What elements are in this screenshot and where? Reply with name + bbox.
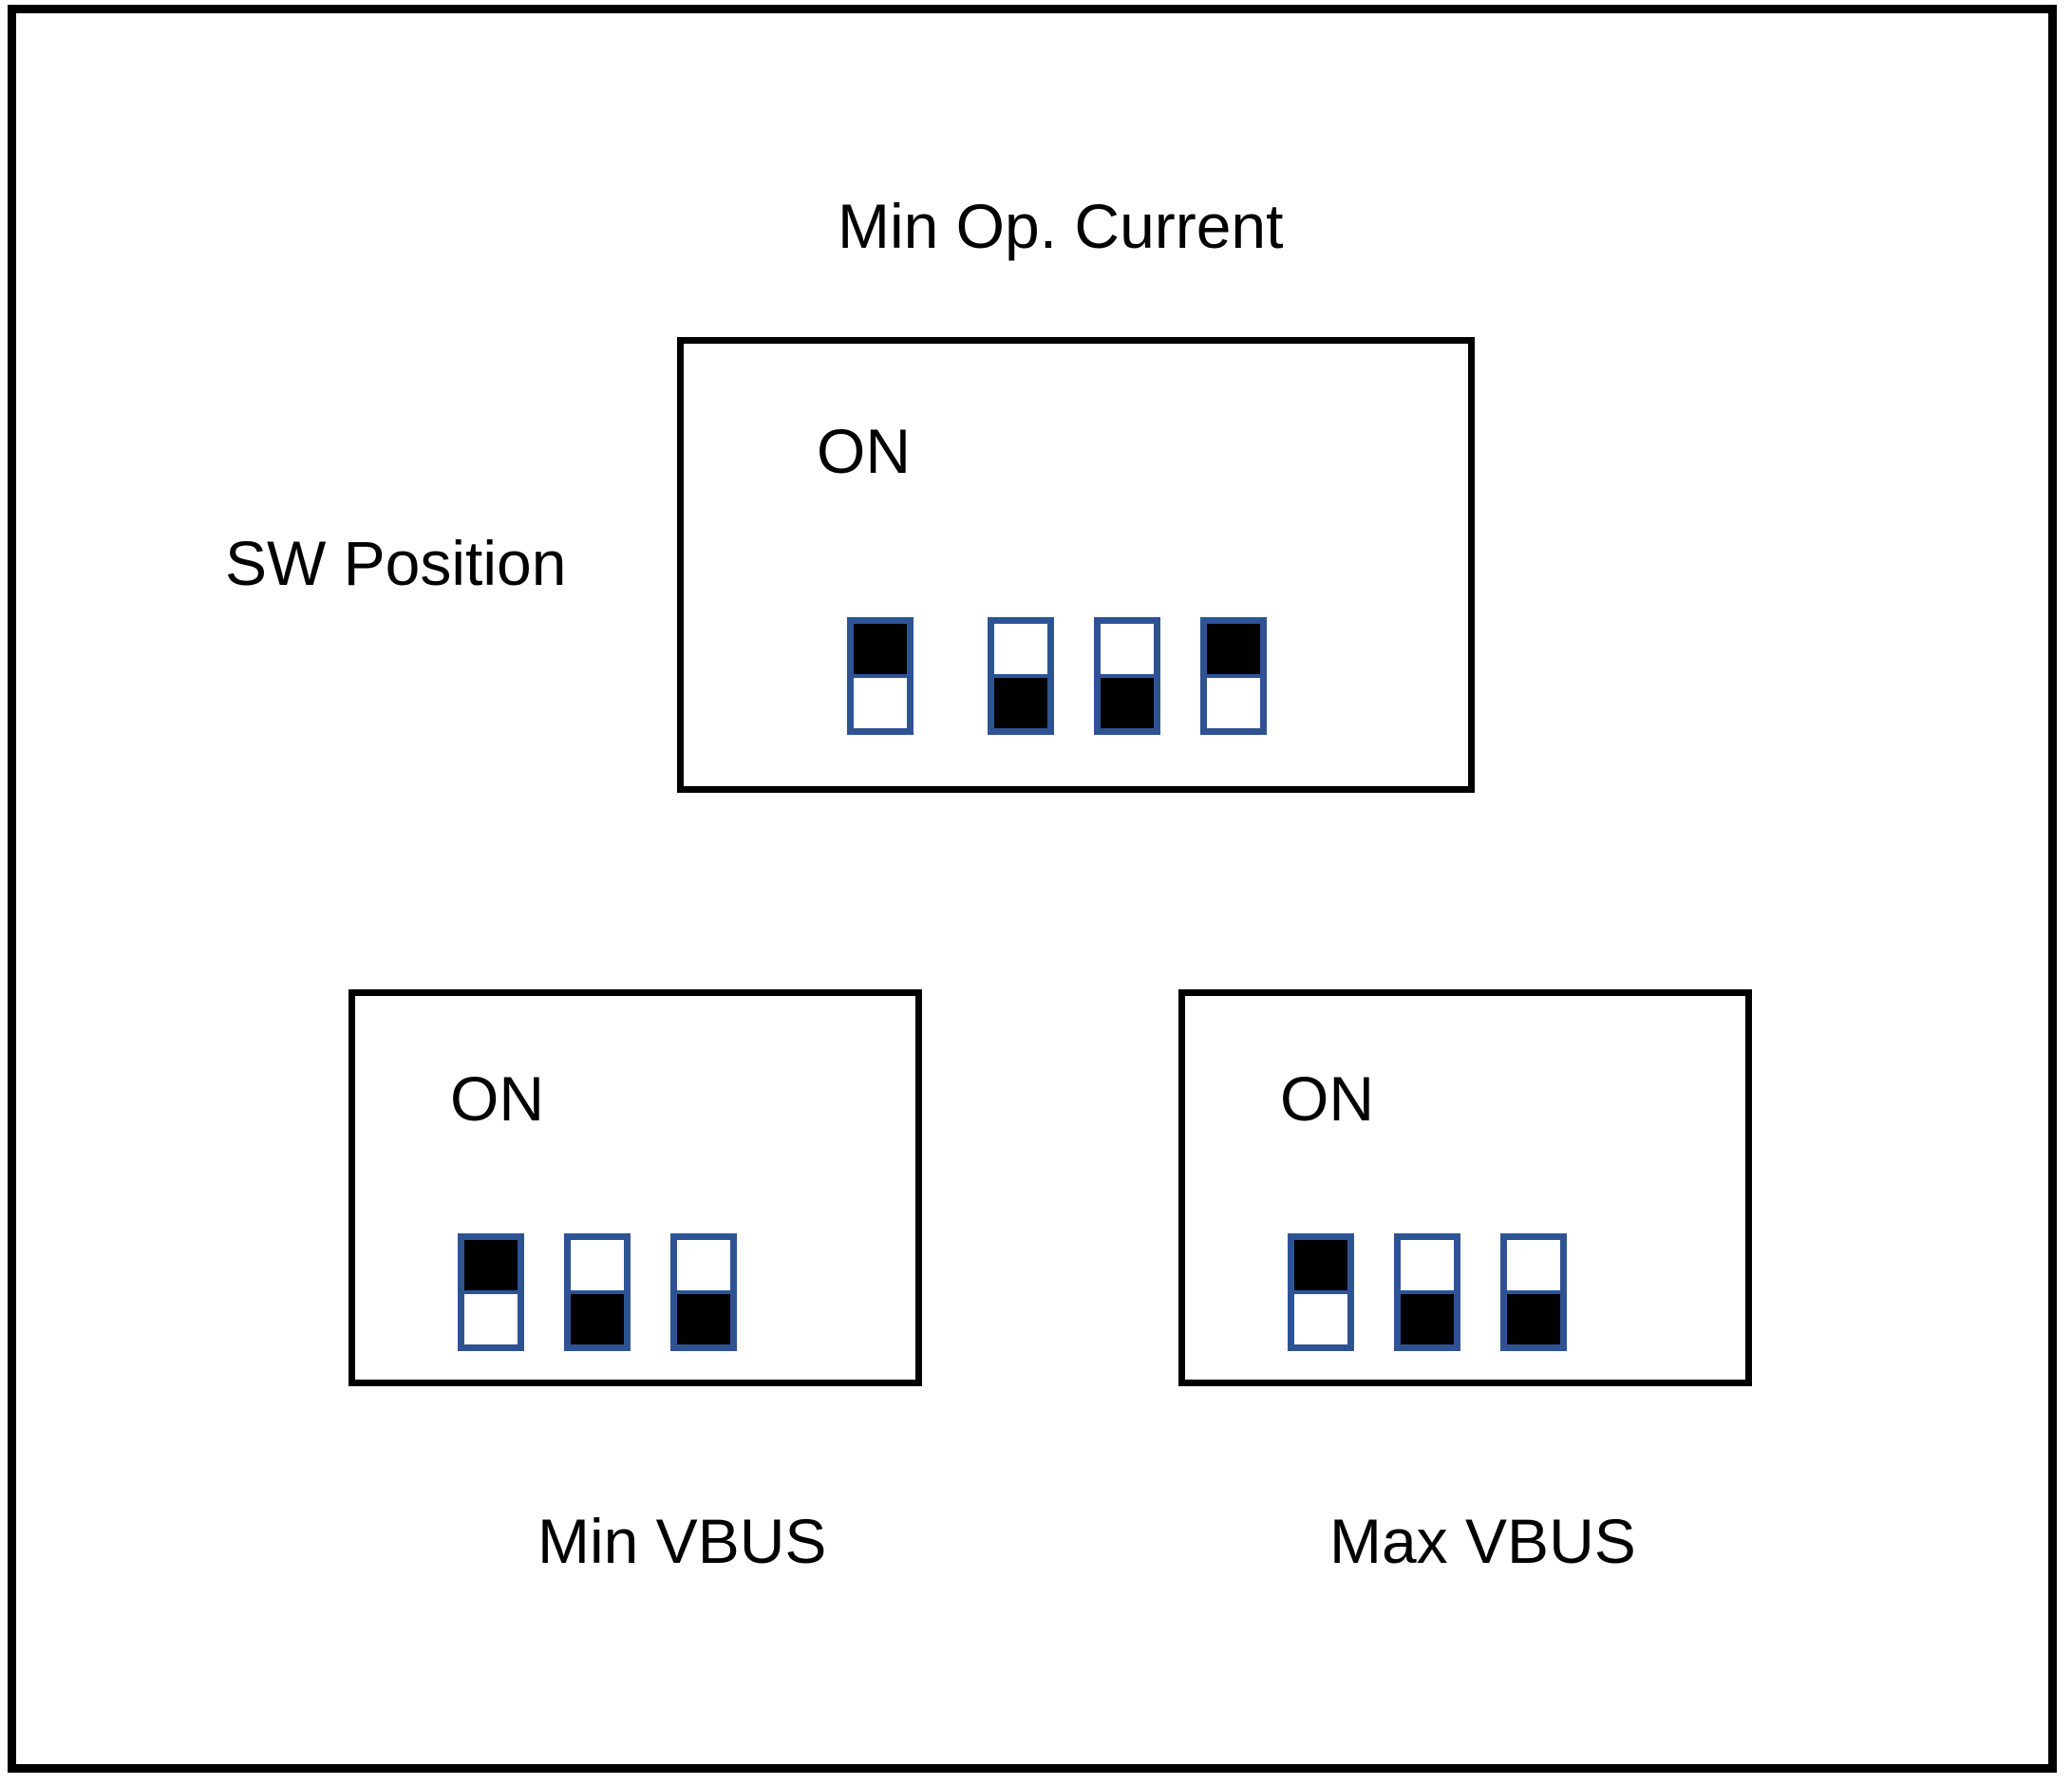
- dip-switch-3-bottom-half: [1101, 678, 1154, 728]
- max-vbus-dip-switch-2-top-half: [1401, 1240, 1454, 1294]
- dip-switch-3-top-half: [1101, 624, 1154, 678]
- min-op-current-title: Min Op. Current: [838, 191, 1284, 261]
- min-vbus-dip-switch-1-top-half: [464, 1240, 518, 1294]
- min-vbus-dip-switch-1[interactable]: [458, 1233, 524, 1351]
- max-vbus-dip-switch-2[interactable]: [1394, 1233, 1460, 1351]
- min-vbus-dip-switch-3-bottom-half: [677, 1294, 730, 1344]
- dip-switch-1[interactable]: [847, 617, 914, 735]
- on-legend-min-op-current: ON: [817, 416, 911, 486]
- sw-position-label: SW Position: [225, 528, 567, 598]
- min-vbus-dip-switch-2[interactable]: [564, 1233, 631, 1351]
- max-vbus-dip-switch-1[interactable]: [1288, 1233, 1354, 1351]
- dip-switch-4-top-half: [1207, 624, 1260, 678]
- diagram-outer-frame: [8, 5, 2057, 1773]
- dip-switch-4-bottom-half: [1207, 678, 1260, 728]
- switch-bank-min-op-current: ON: [677, 337, 1475, 793]
- min-vbus-dip-switch-2-bottom-half: [571, 1294, 624, 1344]
- on-legend-max-vbus: ON: [1280, 1063, 1374, 1134]
- switch-bank-min-vbus: ON: [348, 989, 922, 1386]
- max-vbus-dip-switch-1-bottom-half: [1294, 1294, 1347, 1344]
- switch-bank-max-vbus: ON: [1178, 989, 1752, 1386]
- on-legend-min-vbus: ON: [450, 1063, 544, 1134]
- max-vbus-dip-switch-3-bottom-half: [1507, 1294, 1560, 1344]
- max-vbus-dip-switch-3-top-half: [1507, 1240, 1560, 1294]
- max-vbus-dip-switch-2-bottom-half: [1401, 1294, 1454, 1344]
- min-vbus-dip-switch-2-top-half: [571, 1240, 624, 1294]
- dip-switch-4[interactable]: [1200, 617, 1267, 735]
- switch-row-min-vbus: [458, 1233, 737, 1351]
- max-vbus-dip-switch-3[interactable]: [1500, 1233, 1567, 1351]
- dip-switch-2[interactable]: [988, 617, 1054, 735]
- dip-switch-2-top-half: [994, 624, 1047, 678]
- max-vbus-dip-switch-1-top-half: [1294, 1240, 1347, 1294]
- min-vbus-dip-switch-3[interactable]: [670, 1233, 737, 1351]
- max-vbus-caption: Max VBUS: [1329, 1506, 1636, 1576]
- min-vbus-dip-switch-1-bottom-half: [464, 1294, 518, 1344]
- switch-row-max-vbus: [1288, 1233, 1567, 1351]
- dip-switch-1-bottom-half: [854, 678, 907, 728]
- switch-row-min-op-current: [847, 617, 1267, 735]
- min-vbus-dip-switch-3-top-half: [677, 1240, 730, 1294]
- dip-switch-2-bottom-half: [994, 678, 1047, 728]
- dip-switch-3[interactable]: [1094, 617, 1160, 735]
- min-vbus-caption: Min VBUS: [537, 1506, 827, 1576]
- dip-switch-1-top-half: [854, 624, 907, 678]
